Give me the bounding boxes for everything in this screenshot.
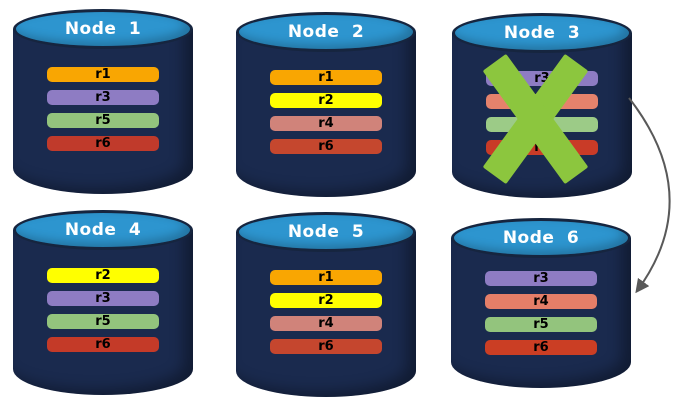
cylinder-top: Node 5 (236, 212, 416, 252)
replica-label: r3 (534, 71, 550, 86)
replica-label: r6 (318, 139, 334, 154)
cylinder-body (13, 230, 193, 395)
replica-bar-r1: r1 (270, 70, 382, 85)
replica-bar-r6: r6 (486, 140, 598, 155)
node-cylinder-3: Node 3 r3 r4 r5 r6 (452, 13, 632, 198)
replica-list: r3 r4 r5 r6 (486, 71, 598, 163)
replica-bar-r3: r3 (486, 71, 598, 86)
replica-list: r1 r2 r4 r6 (270, 70, 382, 162)
cylinder-body (451, 238, 631, 388)
cylinder-top: Node 4 (13, 210, 193, 250)
replica-bar-r1: r1 (47, 67, 159, 82)
node-title: Node 6 (502, 228, 580, 248)
node-title: Node 1 (64, 19, 142, 39)
replica-list: r3 r4 r5 r6 (485, 271, 597, 363)
replica-label: r4 (534, 94, 550, 109)
node-cylinder-1: Node 1 r1 r3 r5 r6 (13, 9, 193, 194)
replica-bar-r6: r6 (485, 340, 597, 355)
replica-bar-r4: r4 (270, 316, 382, 331)
replica-bar-r2: r2 (47, 268, 159, 283)
node-title: Node 2 (287, 22, 365, 42)
replica-label: r3 (95, 90, 111, 105)
replica-bar-r2: r2 (270, 93, 382, 108)
replica-bar-r1: r1 (270, 270, 382, 285)
arrow-curve (628, 97, 671, 294)
replica-label: r5 (534, 117, 550, 132)
replica-label: r5 (95, 113, 111, 128)
replica-bar-r6: r6 (270, 339, 382, 354)
replica-label: r2 (318, 93, 334, 108)
node-cylinder-6: Node 6 r3 r4 r5 r6 (451, 218, 631, 388)
node-title: Node 5 (287, 222, 365, 242)
replica-bar-r3: r3 (485, 271, 597, 286)
replica-label: r6 (95, 136, 111, 151)
replica-bar-r4: r4 (486, 94, 598, 109)
cylinder-body (236, 232, 416, 397)
replica-list: r1 r3 r5 r6 (47, 67, 159, 159)
replica-label: r2 (318, 293, 334, 308)
cylinder-body (236, 32, 416, 197)
replica-label: r1 (318, 270, 334, 285)
replica-bar-r3: r3 (47, 291, 159, 306)
replica-label: r5 (95, 314, 111, 329)
replica-label: r4 (533, 294, 549, 309)
replica-bar-r6: r6 (270, 139, 382, 154)
replica-bar-r2: r2 (270, 293, 382, 308)
node-cylinder-2: Node 2 r1 r2 r4 r6 (236, 12, 416, 197)
replica-bar-r5: r5 (486, 117, 598, 132)
replica-label: r6 (533, 340, 549, 355)
replica-bar-r6: r6 (47, 136, 159, 151)
replica-bar-r3: r3 (47, 90, 159, 105)
cylinder-top: Node 6 (451, 218, 631, 258)
replica-bar-r5: r5 (47, 314, 159, 329)
replica-label: r4 (318, 116, 334, 131)
replica-bar-r6: r6 (47, 337, 159, 352)
replica-label: r6 (318, 339, 334, 354)
replica-bar-r5: r5 (485, 317, 597, 332)
replica-bar-r5: r5 (47, 113, 159, 128)
node-title: Node 3 (503, 23, 581, 43)
replica-list: r1 r2 r4 r6 (270, 270, 382, 362)
cylinder-body (13, 29, 193, 194)
replica-bar-r4: r4 (485, 294, 597, 309)
replica-label: r6 (534, 140, 550, 155)
replica-label: r2 (95, 268, 111, 283)
replica-label: r1 (318, 70, 334, 85)
cylinder-top: Node 1 (13, 9, 193, 49)
replica-label: r4 (318, 316, 334, 331)
replica-label: r6 (95, 337, 111, 352)
replica-list: r2 r3 r5 r6 (47, 268, 159, 360)
node-title: Node 4 (64, 220, 142, 240)
replica-bar-r4: r4 (270, 116, 382, 131)
cylinder-top: Node 3 (452, 13, 632, 53)
node-cylinder-5: Node 5 r1 r2 r4 r6 (236, 212, 416, 397)
replica-label: r3 (533, 271, 549, 286)
replica-label: r5 (533, 317, 549, 332)
replica-label: r3 (95, 291, 111, 306)
node-cylinder-4: Node 4 r2 r3 r5 r6 (13, 210, 193, 395)
replica-label: r1 (95, 67, 111, 82)
cylinder-top: Node 2 (236, 12, 416, 52)
